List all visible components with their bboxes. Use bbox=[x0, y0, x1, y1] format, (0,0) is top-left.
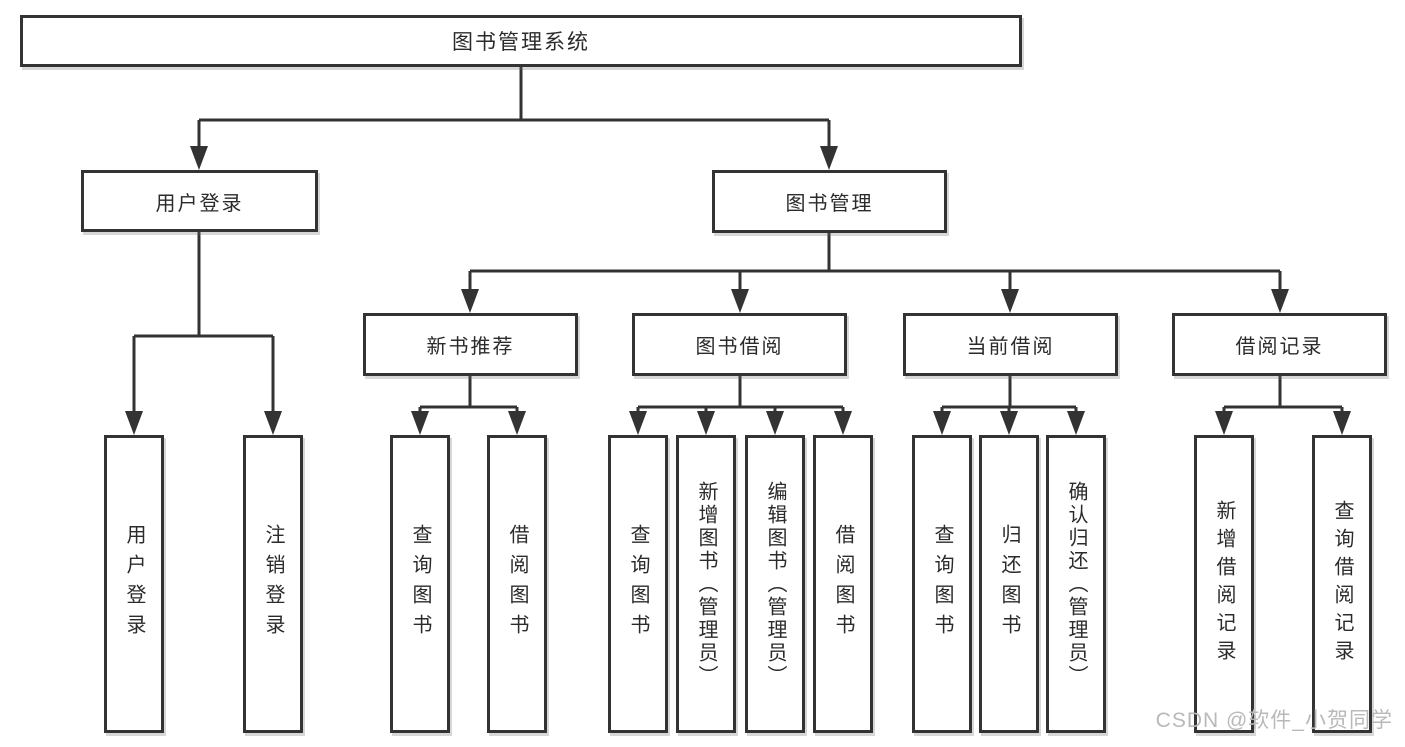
leaf-label: 查询图书 bbox=[931, 524, 953, 644]
leaf-query-borrow-record: 查询借阅记录 bbox=[1312, 435, 1372, 733]
leaf-label: 用户登录 bbox=[123, 524, 145, 644]
leaf-label: 查询图书 bbox=[409, 524, 431, 644]
node-library-management-system: 图书管理系统 bbox=[20, 15, 1022, 67]
node-label: 用户登录 bbox=[155, 192, 244, 215]
leaf-query-books-recommend: 查询图书 bbox=[390, 435, 450, 733]
leaf-query-books-current: 查询图书 bbox=[912, 435, 972, 733]
leaf-label: 确认归还（管理员） bbox=[1065, 480, 1087, 688]
leaf-add-borrow-record: 新增借阅记录 bbox=[1194, 435, 1254, 733]
node-new-book-recommend: 新书推荐 bbox=[363, 313, 578, 376]
leaf-borrow-books-recommend: 借阅图书 bbox=[487, 435, 547, 733]
leaf-label: 查询借阅记录 bbox=[1331, 500, 1353, 668]
leaf-logout: 注销登录 bbox=[243, 435, 303, 733]
leaf-label: 编辑图书（管理员） bbox=[764, 480, 786, 688]
node-current-borrow: 当前借阅 bbox=[903, 313, 1118, 376]
leaf-user-login: 用户登录 bbox=[104, 435, 164, 733]
leaf-label: 新增借阅记录 bbox=[1213, 500, 1235, 668]
leaf-label: 查询图书 bbox=[627, 524, 649, 644]
node-borrow-records: 借阅记录 bbox=[1172, 313, 1387, 376]
node-label: 新书推荐 bbox=[426, 336, 515, 358]
leaf-add-books-admin: 新增图书（管理员） bbox=[676, 435, 736, 733]
leaf-label: 新增图书（管理员） bbox=[695, 480, 717, 688]
arrowheads bbox=[125, 146, 1351, 435]
leaf-label: 注销登录 bbox=[262, 524, 284, 644]
node-user-login: 用户登录 bbox=[81, 170, 318, 232]
leaf-return-books: 归还图书 bbox=[979, 435, 1039, 733]
node-label: 图书管理 bbox=[785, 193, 874, 215]
node-label: 图书管理系统 bbox=[452, 31, 590, 54]
node-book-management: 图书管理 bbox=[712, 170, 947, 233]
node-label: 当前借阅 bbox=[966, 336, 1055, 358]
node-label: 图书借阅 bbox=[695, 336, 784, 358]
watermark: CSDN @软件_小贺同学 bbox=[1155, 709, 1393, 732]
leaf-borrow-books: 借阅图书 bbox=[813, 435, 873, 733]
leaf-label: 归还图书 bbox=[998, 524, 1020, 644]
leaf-query-books-borrow: 查询图书 bbox=[608, 435, 668, 733]
leaf-label: 借阅图书 bbox=[832, 524, 854, 644]
leaf-confirm-return-admin: 确认归还（管理员） bbox=[1046, 435, 1106, 733]
leaf-edit-books-admin: 编辑图书（管理员） bbox=[745, 435, 805, 733]
node-book-borrow: 图书借阅 bbox=[632, 313, 847, 376]
leaf-label: 借阅图书 bbox=[506, 524, 528, 644]
node-label: 借阅记录 bbox=[1235, 336, 1324, 358]
